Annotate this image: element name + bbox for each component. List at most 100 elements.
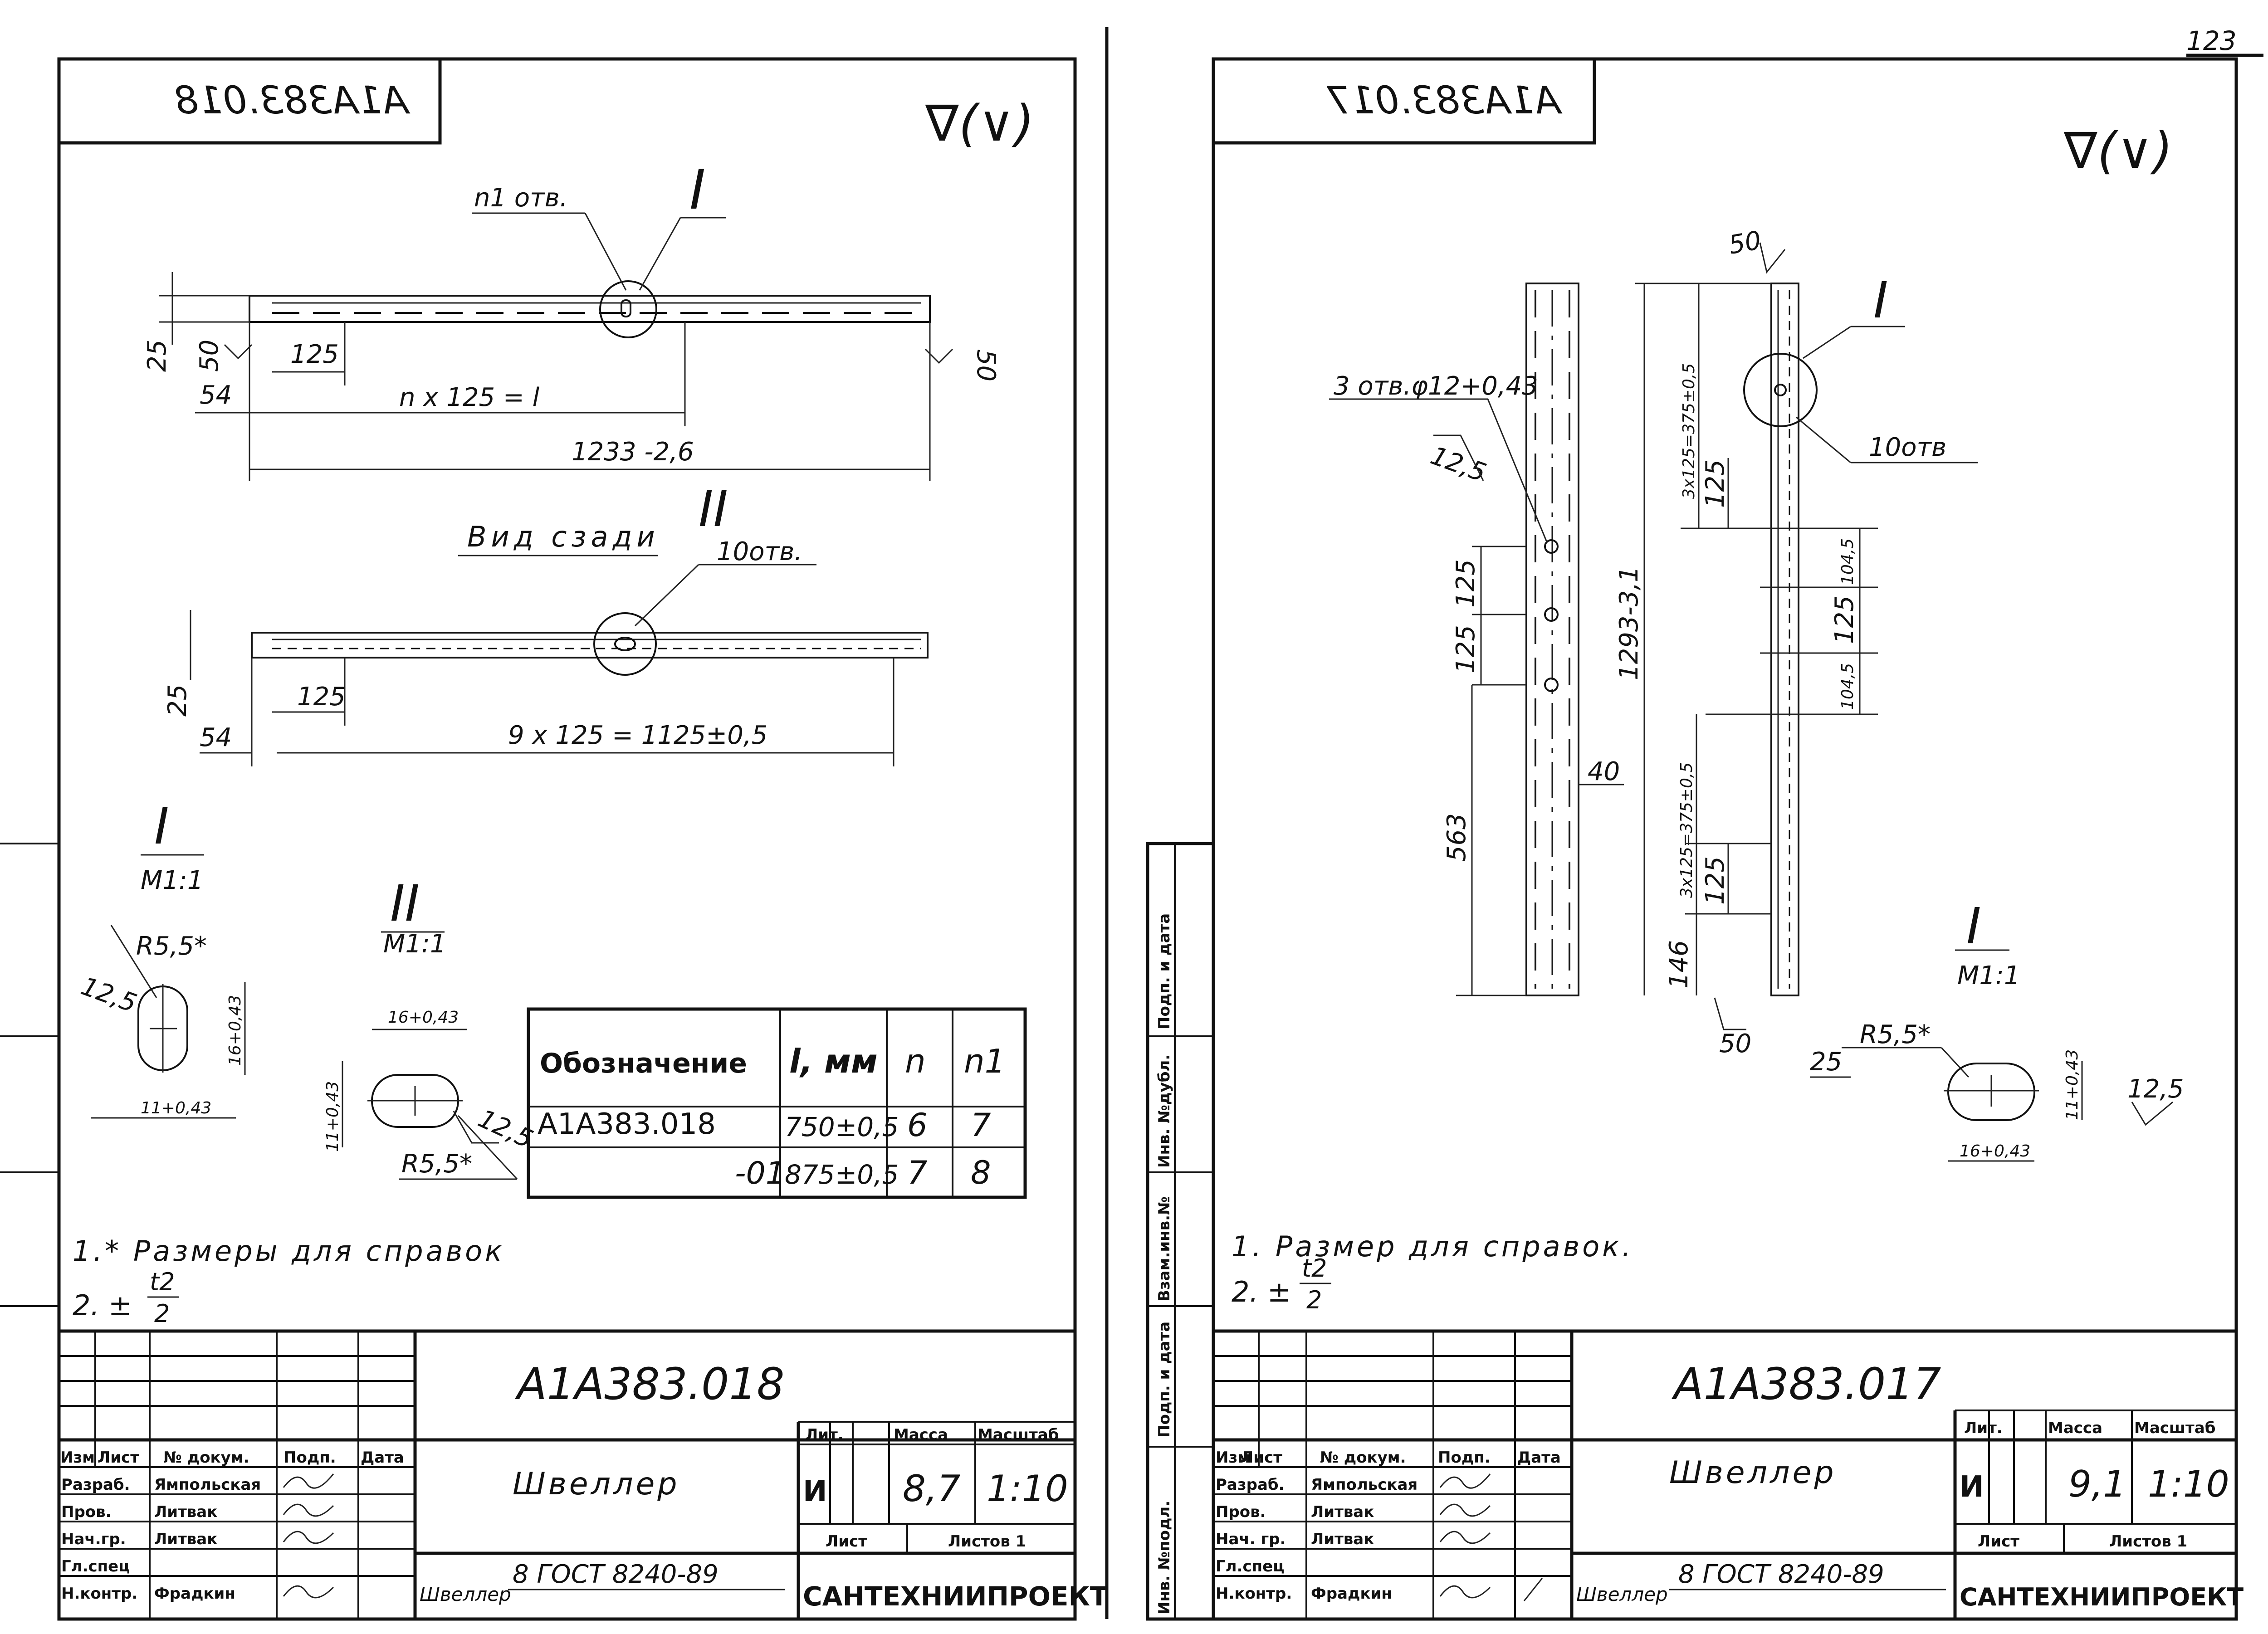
right-detail-scale: M1:1 [1957, 961, 2020, 990]
dim-50-right: 50 [971, 349, 1001, 381]
page-number: 123 [2186, 25, 2237, 56]
tb-scale-label: Масштаб [2134, 1419, 2215, 1437]
detail-height-ii: 11+0,43 [323, 1081, 342, 1152]
tb-lit-value: И [1960, 1470, 1984, 1504]
title-block-border [1212, 1329, 2238, 1621]
tb-scale-value: 1:10 [2148, 1463, 2229, 1505]
roughness-tick [1714, 997, 1746, 1030]
front-dim-a: 125 [1451, 559, 1481, 608]
right-detail-mark: I [1966, 897, 1981, 955]
hole [1544, 539, 1559, 554]
dim-total: 1233 -2,6 [572, 437, 694, 467]
stamp-label: Подп. и дата [1155, 913, 1173, 1029]
tb-person: Литвак [1311, 1503, 1374, 1521]
note-2-numerator: t2 [150, 1268, 175, 1296]
front-holes-label: 3 отв.φ12+0,43 [1334, 371, 1538, 401]
detail-scale: M1:1 [141, 866, 203, 895]
stamp-label: Подп. и дата [1155, 1322, 1173, 1438]
leader-line [110, 925, 157, 998]
right-sheet: 123 Инв. №подл. Подп. и дата Взам.инв.№ … [1146, 25, 2263, 1621]
right-note-2-denominator: 2 [1306, 1286, 1322, 1314]
table-header: n [905, 1042, 926, 1080]
stamp-border [1146, 842, 1215, 1621]
left-top-view: n1 отв. I 25 50 125 54 n x 125 = l 1233 … [142, 159, 1001, 481]
note-2: 2. ± [73, 1289, 132, 1322]
tb-person: Литвак [1311, 1530, 1374, 1548]
leader-line [1941, 1047, 1970, 1078]
tb-role: Гл.спец [1216, 1557, 1284, 1575]
side-dim-total: 1293-3,1 [1614, 566, 1644, 680]
detail-mark-ii: II [390, 874, 420, 932]
right-detail-rough: 12,5 [2127, 1074, 2184, 1104]
note-2-denominator: 2 [154, 1299, 170, 1328]
right-detail-radius: R5,5* [1860, 1020, 1931, 1049]
side-dim-125-mid: 125 [1830, 595, 1859, 644]
front-dim-563: 563 [1442, 813, 1471, 862]
tb-sheet-label: Лист [826, 1532, 867, 1551]
channel-side [1770, 283, 1799, 996]
side-dim-25: 25 [1810, 1047, 1842, 1077]
tb-col: Лист [1241, 1449, 1282, 1467]
side-stamp: Инв. №подл. Подп. и дата Взам.инв.№ Инв.… [1146, 842, 1215, 1621]
tb-role: Н.контр. [61, 1585, 137, 1603]
tb-person: Фрадкин [154, 1585, 235, 1603]
dim-125: 125 [290, 340, 339, 369]
tb-col: № докум. [1320, 1449, 1406, 1467]
tb-mass-value: 8,7 [903, 1468, 960, 1510]
tb-org: САНТЕХНИИПРОЕКТ [1960, 1583, 2244, 1611]
roughness-tick [1433, 434, 1484, 481]
roughness-tick [453, 1111, 499, 1144]
dim-54-back: 54 [200, 723, 232, 752]
tb-sheets-label: Листов 1 [2109, 1532, 2187, 1551]
tb-sheets-label: Листов 1 [948, 1532, 1026, 1551]
tb-col: Подп. [284, 1449, 336, 1467]
tb-role: Н.контр. [1216, 1585, 1292, 1603]
tb-material-prefix: Швеллер [1576, 1583, 1668, 1605]
detail-scale-ii: M1:1 [383, 929, 446, 959]
table-header: l, мм [789, 1042, 878, 1080]
right-detail-i: I M1:1 R5,5* 11+0,43 12,5 16+0,43 [1842, 897, 2184, 1162]
side-holes-label: 10отв [1869, 433, 1946, 462]
detail-radius-ii: R5,5* [401, 1149, 472, 1179]
leader-line [457, 1115, 518, 1180]
side-dim-1045-b: 104,5 [1838, 663, 1857, 710]
slot-hole [614, 637, 636, 651]
roughness-tick [1759, 242, 1786, 274]
right-detail-width: 16+0,43 [1960, 1142, 2030, 1161]
tb-scale-label: Масштаб [978, 1426, 1059, 1444]
tb-mass-label: Масса [2048, 1419, 2102, 1437]
detail-width: 11+0,43 [141, 1099, 211, 1117]
section-circle-ii [593, 612, 657, 676]
right-side-view: 50 I 10отв 1293-3,1 3x125=375±0,5 125 3x… [1614, 225, 1978, 1078]
leader-line [1487, 399, 1548, 542]
tb-material-prefix: Швеллер [420, 1583, 511, 1605]
right-mirrored-code: A1A383.017 [1326, 78, 1563, 122]
dim-25-back: 25 [163, 684, 192, 717]
detail-height: 16+0,43 [226, 995, 244, 1066]
table-cell: 7 [971, 1107, 991, 1144]
left-back-view: Вид сзади II 10отв. 25 125 54 9 x 125 = … [163, 480, 929, 766]
tb-role: Нач. гр. [1216, 1530, 1286, 1548]
side-dim-50-bottom: 50 [1719, 1029, 1751, 1058]
table-header: Обозначение [540, 1048, 747, 1079]
table-cell: 875±0,5 [785, 1159, 899, 1190]
table-cell: 750±0,5 [785, 1112, 899, 1142]
tb-person: Ямпольская [154, 1476, 261, 1494]
side-dim-top: 3x125=375±0,5 [1680, 363, 1698, 499]
front-dim-40: 40 [1588, 757, 1620, 786]
table-cell: -01 [735, 1156, 785, 1191]
tb-person: Литвак [154, 1503, 217, 1521]
tb-col: Изм [60, 1449, 95, 1467]
right-slot-detail [1947, 1063, 2035, 1121]
right-detail-height: 11+0,43 [2063, 1049, 2082, 1120]
section-mark: I [689, 159, 705, 222]
leader-line [1796, 416, 1851, 463]
roughness-tick [2131, 1101, 2173, 1126]
section-circle [1743, 353, 1818, 427]
tb-role: Разраб. [1216, 1476, 1285, 1494]
right-title-block: A1A383.017 Швеллер Изм Лист № докум. Под… [1212, 1329, 2244, 1621]
right-note-2-numerator: t2 [1302, 1254, 1327, 1283]
tb-person: Фрадкин [1311, 1585, 1392, 1603]
signature-image [283, 1473, 334, 1599]
